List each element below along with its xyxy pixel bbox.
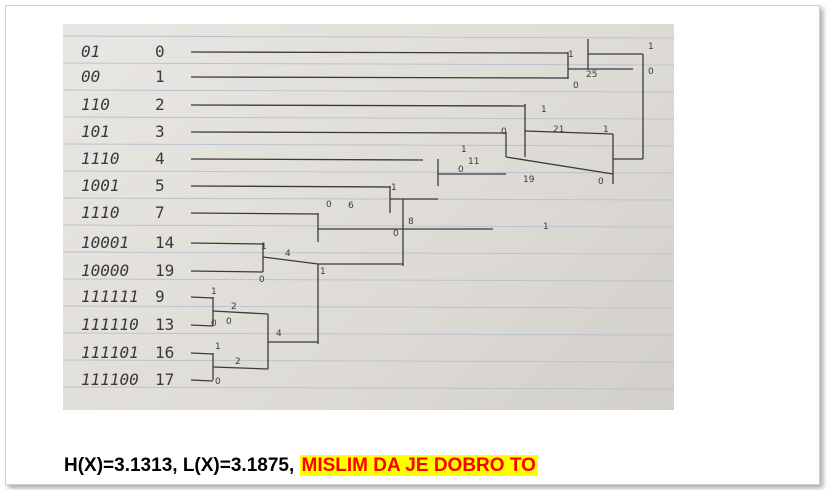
codeword-label: 10001 <box>81 233 129 252</box>
symbol-label: 9 <box>155 287 165 306</box>
node-annotation: 0 <box>215 377 221 387</box>
node-annotation: 1 <box>648 42 654 52</box>
ruled-line <box>63 224 674 228</box>
tree-link <box>262 256 319 265</box>
node-annotation: 0 <box>458 165 464 175</box>
codeword-label: 111101 <box>81 343 139 362</box>
codeword-label: 111110 <box>81 315 139 334</box>
node-annotation: 0 <box>211 319 217 329</box>
entropy-values: H(X)=3.1313, L(X)=3.1875, <box>64 455 300 476</box>
tree-link <box>212 366 269 370</box>
node-annotation: 1 <box>603 125 609 135</box>
symbol-label: 2 <box>155 95 165 114</box>
tree-link <box>505 156 614 175</box>
highlighted-note: MISLIM DA JE DOBRO TO <box>299 455 538 476</box>
tree-branch <box>190 352 214 355</box>
codeword-label: 10000 <box>81 261 129 280</box>
node-annotation: 1 <box>320 267 326 277</box>
ruled-line <box>63 116 674 120</box>
node-annotation: 0 <box>259 275 265 285</box>
codeword-label: 111100 <box>81 370 139 389</box>
node-annotation: 6 <box>348 201 354 211</box>
node-annotation: 2 <box>231 302 237 312</box>
symbol-label: 13 <box>155 315 174 334</box>
symbol-label: 7 <box>155 203 165 222</box>
ruled-line <box>63 197 674 201</box>
node-annotation: 0 <box>573 81 579 91</box>
node-annotation: 4 <box>276 329 282 339</box>
node-annotation: 4 <box>285 249 291 259</box>
codeword-label: 111111 <box>81 287 139 306</box>
symbol-label: 5 <box>155 176 165 195</box>
node-annotation: 21 <box>553 125 564 135</box>
tree-link <box>212 310 269 315</box>
node-annotation: 0 <box>326 200 332 210</box>
symbol-label: 0 <box>155 42 165 61</box>
ruled-line <box>63 359 674 363</box>
tree-branch <box>190 379 214 382</box>
ruled-line <box>63 332 674 336</box>
tree-branch <box>190 185 391 188</box>
node-annotation: 1 <box>543 222 549 232</box>
node-annotation: 11 <box>468 157 479 167</box>
tree-branch <box>190 212 319 215</box>
codeword-label: 00 <box>81 67 100 86</box>
symbol-label: 1 <box>155 67 165 86</box>
node-annotation: 1 <box>391 183 397 193</box>
node-annotation: 1 <box>461 145 467 155</box>
tree-link <box>524 130 614 135</box>
ruled-line <box>63 305 674 309</box>
symbol-label: 16 <box>155 343 174 362</box>
tree-branch <box>190 104 526 107</box>
node-annotation: 0 <box>501 127 507 137</box>
tree-branch <box>190 51 569 54</box>
node-annotation: 0 <box>598 177 604 187</box>
tree-branch <box>190 131 507 134</box>
codeword-label: 01 <box>81 42 100 61</box>
symbol-label: 3 <box>155 122 165 141</box>
ruled-line <box>63 62 674 66</box>
symbol-label: 19 <box>155 261 174 280</box>
node-annotation: 1 <box>541 105 547 115</box>
node-annotation: 1 <box>215 342 221 352</box>
node-annotation: 0 <box>226 317 232 327</box>
tree-branch <box>190 158 424 161</box>
codeword-label: 1110 <box>81 203 120 222</box>
node-annotation: 2 <box>235 357 241 367</box>
node-annotation: 1 <box>261 242 267 252</box>
symbol-label: 4 <box>155 149 165 168</box>
node-annotation: 8 <box>408 217 414 227</box>
node-annotation: 1 <box>211 287 217 297</box>
codeword-label: 101 <box>81 122 110 141</box>
ruled-line <box>63 386 674 390</box>
node-annotation: 1 <box>568 50 574 60</box>
tree-branch <box>190 270 264 273</box>
ruled-line <box>63 143 674 147</box>
ruled-line <box>63 278 674 282</box>
ruled-line <box>63 170 674 174</box>
ruled-line <box>63 251 674 255</box>
codeword-label: 1110 <box>81 149 120 168</box>
codeword-label: 110 <box>81 95 110 114</box>
node-annotation: 0 <box>393 229 399 239</box>
ruled-line <box>63 35 674 39</box>
caption-line: H(X)=3.1313, L(X)=3.1875, MISLIM DA JE D… <box>64 455 538 477</box>
codeword-label: 1001 <box>81 176 120 195</box>
tree-branch <box>190 296 214 299</box>
node-annotation: 0 <box>648 67 654 77</box>
node-annotation: 19 <box>523 175 535 185</box>
symbol-label: 14 <box>155 233 174 252</box>
tree-branch <box>190 324 214 327</box>
tree-branch <box>190 76 569 79</box>
tree-branch <box>190 242 264 245</box>
ruled-line <box>63 89 674 93</box>
symbol-label: 17 <box>155 370 174 389</box>
node-annotation: 25 <box>586 70 597 80</box>
